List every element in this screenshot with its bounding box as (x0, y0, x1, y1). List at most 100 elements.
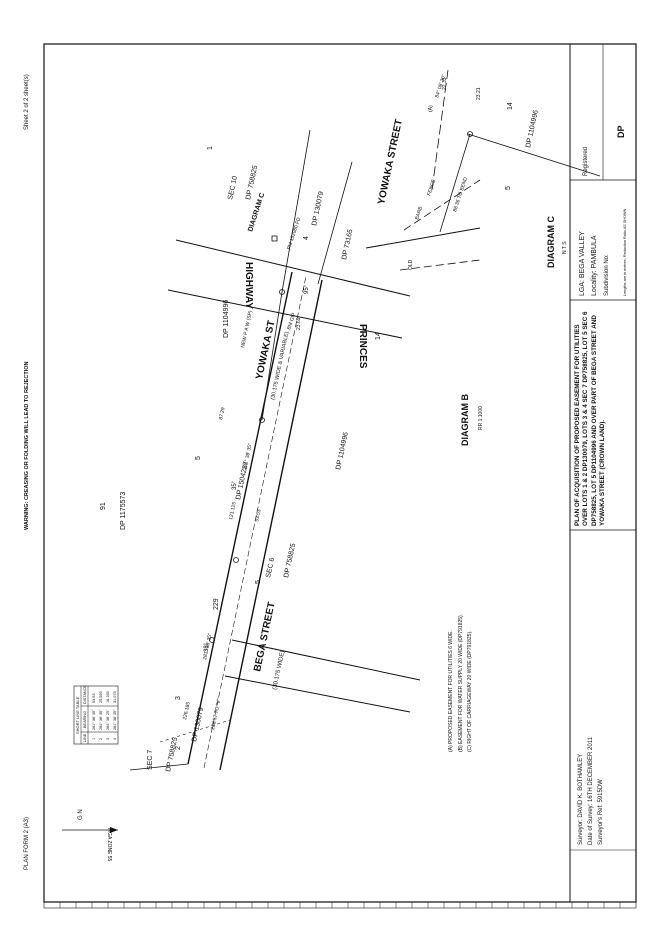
tb-dp: DP (616, 125, 626, 138)
diagram-c-title: DIAGRAM C (546, 216, 556, 268)
annot-old: OLD (408, 259, 414, 270)
diagram-b-scale: RR 1:1000 (478, 406, 484, 430)
tb-locality: Locality: PAMBULA (591, 235, 598, 296)
tb-date: Date of Survey: 16TH DECEMBER 2011 (588, 736, 594, 845)
annot-dim2: 121.125 (228, 501, 238, 520)
diagram-c-scale: N T S (562, 241, 568, 254)
table-cell: 1 (92, 738, 96, 740)
tb-subdivision: Subdivision No: (604, 254, 610, 296)
annot-dim3: 87.29 (218, 407, 227, 421)
annot-pm: PM 152980 FD (286, 216, 302, 250)
annot-bearing-upper: 281° 38' 35" (242, 443, 254, 471)
table-cell: 18.165 (106, 691, 110, 703)
tb-title-wrap: PLAN OF ACQUISITION OF PROPOSED EASEMENT… (574, 311, 607, 526)
annot-dim7: 23.21 (476, 87, 482, 100)
street-bega: BEGA STREET (252, 601, 277, 672)
tb-surveyor: Surveyor: DAVID K. BOTHAMLEY (578, 754, 584, 845)
table-cell: 281° 38' 35" (92, 709, 96, 730)
scale-strip (43, 901, 637, 909)
annot-dim5: 226.185 (182, 701, 192, 720)
table-header-line: LINE (83, 733, 87, 742)
annot-bend: 88.36 TO BEND (452, 176, 469, 212)
table-header-distance: DISTANCE (83, 685, 87, 704)
parcel-lot229: 229 (213, 598, 220, 610)
street-yowaka-street: YOWAKA STREET (376, 118, 405, 205)
tb-lga: LGA: BEGA VALLEY (579, 231, 586, 296)
tb-registered: Registered (583, 147, 589, 176)
parcel-lot2: 2 (175, 746, 182, 750)
parcel-lot3: 3 (175, 696, 182, 700)
table-cell: 284° 38' 35" (99, 709, 103, 730)
parcel-dp1175573: DP 1175573 (120, 492, 127, 530)
parcel-lot1: 1 (207, 146, 214, 150)
parcel-lot5-right: 5 (505, 186, 512, 190)
annot-angle2: 38° (204, 642, 210, 652)
note-b: (B) EASEMENT FOR WATER SUPPLY 20 WIDE (D… (458, 614, 464, 752)
note-c: (C) RIGHT OF CARRIAGEWAY 20 WIDE (DP7918… (467, 630, 473, 752)
annot-barb: BARB (414, 205, 424, 220)
table-cell: 2 (99, 738, 103, 740)
short-line-table: SHORT LINE TABLE LINE BEARING DISTANCE 1… (73, 685, 119, 745)
tb-ref: Surveyor's Ref: 5915DW (598, 779, 604, 845)
table-cell: 3 (106, 738, 110, 740)
table-cell: 31.075 (113, 691, 117, 703)
street-yowaka-st: YOWAKA ST (254, 319, 277, 380)
table-cell: 284° 38' 25" (106, 709, 110, 730)
tb-lengths: Lengths are in metres. Reduction Ratio A… (623, 208, 627, 296)
parcel-dp130079: DP 130079 (311, 191, 325, 227)
parcel-lot5b: 5 (255, 580, 262, 584)
north-label: G N (78, 809, 84, 820)
parcel-dp758825-mid: DP 758825 (283, 543, 297, 579)
table-cell: 281° 38' 35" (113, 709, 117, 730)
table-title: SHORT LINE TABLE (75, 696, 80, 734)
street-bega-width: (30.175 WIDE) (272, 650, 286, 690)
annot-dim8: 22.33 (442, 77, 448, 90)
table-cell: 25.595 (99, 691, 103, 703)
table-cell: 4 (113, 738, 117, 740)
parcel-dp1104996-mid: DP 1104996 (335, 431, 350, 470)
parcel-sec6: SEC 6 (265, 557, 276, 578)
table-header-bearing: BEARING (83, 711, 87, 728)
annot-angle3: 95° (304, 284, 310, 294)
sheet-frame (43, 43, 637, 903)
annot-fence: FENCE (426, 178, 437, 197)
diagram-c-inset: DIAGRAM C N T S DIAGRAM C (A) 84° 08' 30… (247, 69, 601, 271)
note-a: (A) PROPOSED EASEMENT FOR UTILITIES 6 WI… (448, 630, 454, 752)
parcel-lot14: 14 (375, 332, 382, 340)
annot-a: (A) (428, 105, 434, 112)
annot-angle1: 35° (232, 480, 238, 490)
annot-bearing-lower: 281° 38' 35" (202, 633, 214, 661)
street-highway: HIGHWAY (243, 262, 254, 309)
title-block: Surveyor: DAVID K. BOTHAMLEY Date of Sur… (569, 43, 637, 903)
parcel-dp130079-bottom: DP 130079 (191, 707, 205, 743)
margin-warning: WARNING: CREASING OR FOLDING WILL LEAD T… (24, 362, 30, 530)
parcel-dp73165: DP 73165 (341, 229, 354, 261)
parcel-dp758825-bottom: DP 758825 (165, 737, 179, 773)
parcel-dp1104996-right: DP 1104996 (525, 109, 540, 148)
north-zone: MGA ZONE 55 (106, 828, 112, 862)
street-princes: PRINCES (357, 324, 368, 369)
tb-plan-title: PLAN OF ACQUISITION OF PROPOSED EASEMENT… (574, 311, 607, 526)
margin-sheet: Sheet 2 of 2 sheet(s) (24, 74, 30, 130)
annot-bm: BM GIP (286, 311, 297, 330)
parcel-lot5: 5 (195, 456, 202, 460)
table-cell: 53.53 (92, 693, 96, 703)
diagram-b-title: DIAGRAM B (460, 394, 470, 446)
parcel-lot4: 4 (303, 236, 310, 240)
annot-dim1: 53.53 (254, 509, 263, 523)
parcel-newpaw: NEW P A W (SP) (240, 310, 254, 349)
parcel-dp1104996-top: DP 1104996 (223, 300, 230, 338)
margin-form: PLAN FORM 2 (A3) (24, 817, 30, 870)
plan-notes: (A) PROPOSED EASEMENT FOR UTILITIES 6 WI… (448, 614, 473, 752)
street-lines (129, 129, 421, 771)
north-arrow: G N MGA ZONE 55 (62, 809, 118, 862)
parcel-lot14-right: 14 (507, 102, 514, 110)
parcel-lot91: 91 (100, 502, 107, 510)
annot-dim4: 23.69 (296, 317, 302, 330)
parcel-sec7: SEC 7 (147, 750, 154, 770)
parcel-sec10: SEC 10 (227, 175, 239, 200)
annot-dim6: 288.57 TO "V" (210, 698, 223, 730)
parcel-dp758825-top: DP 758825 (245, 165, 259, 201)
